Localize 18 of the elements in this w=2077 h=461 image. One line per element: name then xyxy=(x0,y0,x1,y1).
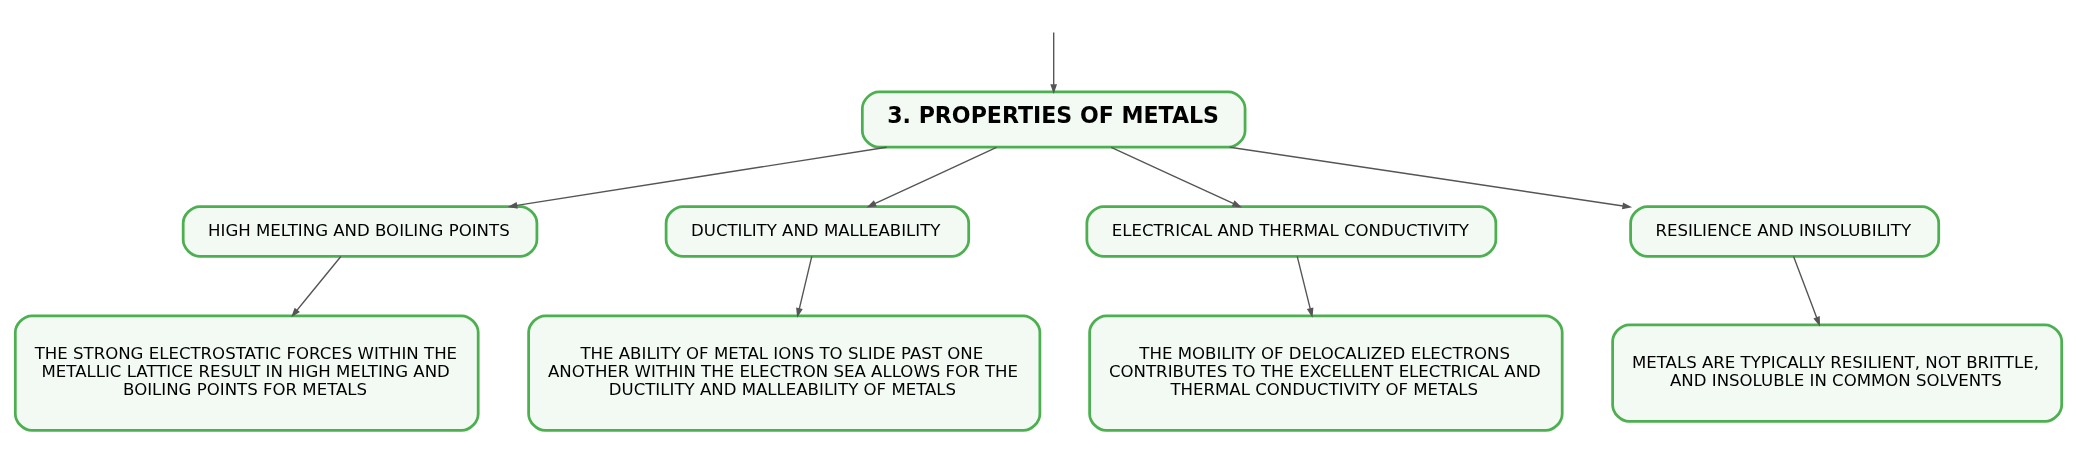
node-box: RESILIENCE AND INSOLUBILITY xyxy=(1629,204,1941,258)
node-box: 3. PROPERTIES OF METALS xyxy=(860,90,1247,149)
arrow xyxy=(1296,255,1314,318)
arrow xyxy=(1792,255,1820,326)
arrow xyxy=(1110,146,1242,207)
node-box: METALS ARE TYPICALLY RESILIENT, NOT BRITTLE, AND INSOLUBLE IN COMMON SOLVENTS xyxy=(1611,322,2064,423)
node-box: HIGH MELTING AND BOILING POINTS xyxy=(181,204,539,258)
arrow xyxy=(1050,31,1058,94)
node-box: THE ABILITY OF METAL IONS TO SLIDE PAST ONE ANOTHER WITHIN THE ELECTRON SEA ALLOWS FOR THE DUCTILITY AND MALLEABILITY OF METALS xyxy=(527,313,1042,432)
arrow xyxy=(866,146,998,207)
node-box: THE MOBILITY OF DELOCALIZED ELECTRONS CONTRIBUTES TO THE EXCELLENT ELECTRICAL AND THERMAL CONDUCTIVITY OF METALS xyxy=(1088,313,1564,432)
node-box: DUCTILITY AND MALLEABILITY xyxy=(664,204,971,258)
arrow xyxy=(796,255,813,318)
arrow xyxy=(507,146,888,209)
arrow xyxy=(1229,146,1633,209)
arrow xyxy=(291,255,342,317)
node-box: THE STRONG ELECTROSTATIC FORCES WITHIN THE METALLIC LATTICE RESULT IN HIGH MELTING AND BOILING POINTS FOR METALS xyxy=(13,313,480,432)
node-box: ELECTRICAL AND THERMAL CONDUCTIVITY xyxy=(1085,204,1498,258)
